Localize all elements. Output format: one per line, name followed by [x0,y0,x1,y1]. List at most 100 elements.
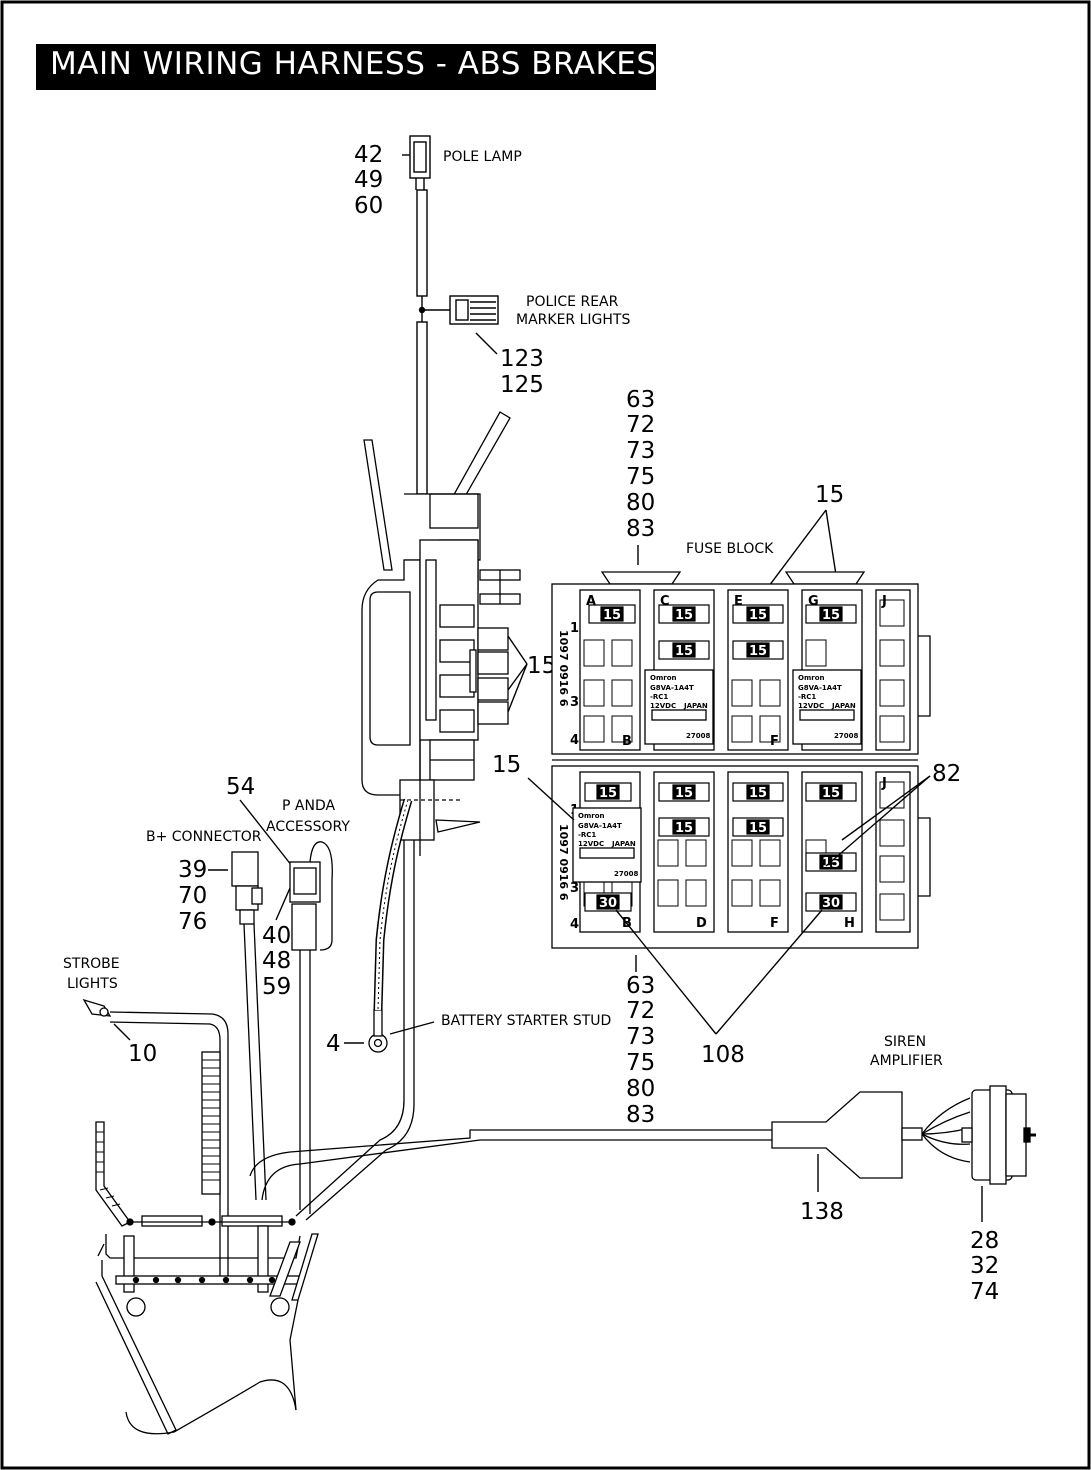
callout-fuse-bottom-2: 72 [626,998,655,1024]
title-bar [36,44,656,90]
fuse-15-c4 [658,817,710,837]
callout-siren-3: 74 [970,1279,999,1305]
fuse-block [551,571,931,949]
p-and-a-connector [289,841,333,951]
fuse-label-g4: 30 [822,896,840,911]
label-p-and-a-1: P ANDA [282,798,335,814]
label-siren-2: AMPLIFIER [870,1053,943,1069]
fuse-15-e2 [732,640,784,660]
relay-upper-left [644,669,714,745]
callout-police-rear-2: 125 [500,372,544,398]
fuse-15-e1 [732,604,784,624]
fuse-15-a3 [584,782,632,802]
main-trunk-harness [416,189,428,495]
col-letter-c: C [660,594,670,609]
fuse-15-c2 [658,640,710,660]
callout-fuse-top-5: 80 [626,490,655,516]
label-police-rear-2: MARKER LIGHTS [516,312,630,328]
callout-fuse-top-2: 72 [626,412,655,438]
relay-ul-country: JAPAN [683,702,708,710]
relay-lower-left [572,807,642,883]
fuse-label-c3: 15 [675,786,693,801]
callout-fuse-bottom-1: 63 [626,973,655,999]
label-strobe-2: LIGHTS [67,976,118,992]
callout-siren-2: 32 [970,1253,999,1279]
b-plus-connector [231,851,263,925]
callout-pole-lamp-1: 42 [354,142,383,168]
callout-relay-82: 82 [932,761,961,787]
col-letter-a: A [586,594,596,609]
label-siren-1: SIREN [884,1034,926,1050]
col-letter-b-top: B [622,734,632,749]
electrical-caddy [361,411,521,856]
coil-stripes [96,1059,220,1207]
callout-p-and-a-1: 40 [262,923,291,949]
fuse-15-c1 [658,604,710,624]
row-num-1: 1 [570,621,579,636]
fuse-label-c1: 15 [675,608,693,623]
label-strobe-1: STROBE [63,956,120,972]
label-pole-lamp: POLE LAMP [443,149,522,165]
col-letter-h: H [844,916,855,931]
relay-ur-volt: 12VDC [798,702,824,710]
callout-pole-lamp-3: 60 [354,193,383,219]
label-p-and-a-2: ACCESSORY [266,819,350,835]
callout-fuse-bottom-3: 73 [626,1024,655,1050]
callout-p-and-a-3: 59 [262,974,291,1000]
relay-ul-code: 27008 [686,732,710,740]
page-title: MAIN WIRING HARNESS - ABS BRAKES [50,46,657,82]
callout-p-and-a-2: 48 [262,948,291,974]
callout-battery: 4 [326,1031,341,1057]
fuse-15-c3 [658,782,710,802]
relay-ul-volt: 12VDC [650,702,676,710]
relay-ul-rc: -RC1 [650,693,668,701]
col-letter-d: D [696,916,707,931]
callout-b-plus-2: 70 [178,883,207,909]
relay-ur-code: 27008 [834,732,858,740]
row-num-4-lower: 4 [570,917,579,932]
callout-siren-1: 28 [970,1228,999,1254]
callout-fuse-top-4: 75 [626,464,655,490]
pole-lamp-connector [402,135,431,190]
col-letter-f-top: F [770,734,779,749]
fuse-block-part-number: 1097 0916 6 [557,630,570,707]
callout-b-plus-top: 54 [226,774,255,800]
fuse-15-g3 [805,782,857,802]
row-num-3-lower: 3 [570,881,579,896]
battery-ring-terminal [368,1009,388,1053]
fuse-15-a1 [588,604,636,624]
callout-relay-top: 15 [815,482,844,508]
callout-relay-108: 108 [701,1042,745,1068]
fuse-label-e4: 15 [749,821,767,836]
relay-ul-brand: Omron [650,674,677,682]
row-num-3: 3 [570,695,579,710]
callout-b-plus-1: 39 [178,857,207,883]
fuse-label-a1: 15 [603,608,621,623]
fuse-label-g3: 15 [822,786,840,801]
siren-amplifier-connector [961,1085,1036,1185]
callout-fuse-bottom-6: 83 [626,1102,655,1128]
relay-ur-brand: Omron [798,674,825,682]
callout-fuse-top-1: 63 [626,387,655,413]
callout-relay-left: 15 [492,752,521,778]
relay-ll-model: G8VA-1A4T [578,822,622,830]
row-num-4: 4 [570,733,579,748]
relay-ur-country: JAPAN [831,702,856,710]
fuse-label-e3: 15 [749,786,767,801]
fuse-30-g4 [805,892,857,912]
fuse-label-a4: 30 [599,896,617,911]
fuse-label-c4: 15 [675,821,693,836]
callout-b-plus-3: 76 [178,909,207,935]
col-letter-j-lower: J [881,776,887,791]
fuse-15-e3 [732,782,784,802]
col-letter-g: G [808,594,819,609]
fuse-label-e1: 15 [749,608,767,623]
col-letter-j: J [881,594,887,609]
callout-pole-lamp-2: 49 [354,167,383,193]
relay-ur-rc: -RC1 [798,693,816,701]
relay-upper-right [792,669,862,745]
fuse-label-c2: 15 [675,644,693,659]
